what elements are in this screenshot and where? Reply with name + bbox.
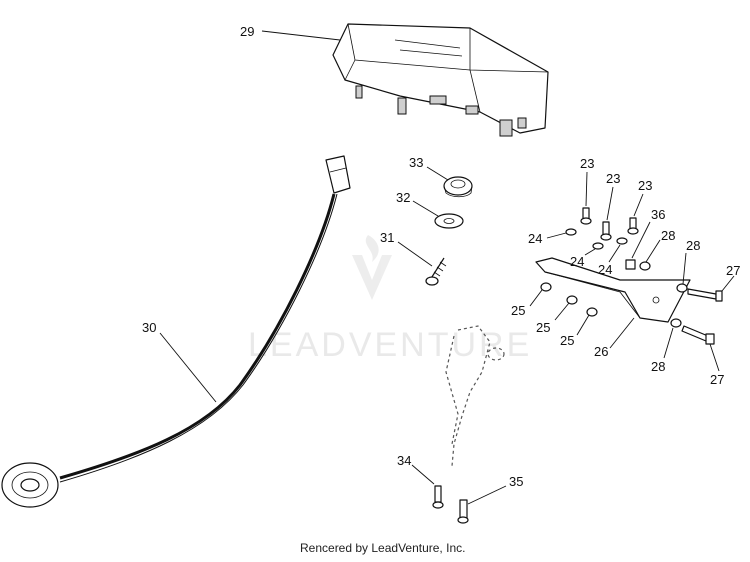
callout-27b: 27 — [710, 372, 724, 387]
callout-25c: 25 — [560, 333, 574, 348]
watermark-logo — [352, 235, 392, 300]
leader-26 — [609, 317, 635, 349]
leader-25a — [529, 289, 543, 307]
washer-28-a — [639, 261, 651, 271]
pad-25-b — [566, 295, 578, 305]
pad-25-c — [586, 307, 598, 317]
callout-29: 29 — [240, 24, 254, 39]
callout-26: 26 — [594, 344, 608, 359]
callout-23b: 23 — [606, 171, 620, 186]
washer-24-c — [616, 237, 628, 245]
leader-33 — [426, 166, 449, 181]
leader-23c — [633, 193, 644, 217]
leader-28b — [682, 252, 687, 285]
callout-30: 30 — [142, 320, 156, 335]
leader-27a — [721, 275, 735, 292]
leader-35 — [467, 485, 507, 505]
instrument-cluster — [332, 23, 549, 137]
leader-28c — [663, 327, 674, 359]
grommet — [443, 176, 473, 198]
leader-25c — [576, 314, 590, 336]
callout-25a: 25 — [511, 303, 525, 318]
leader-27b — [709, 343, 720, 372]
screw-23-c — [627, 217, 639, 235]
bolt-27-a — [687, 288, 723, 302]
dashed-sensor-outline — [445, 325, 505, 467]
leader-28a — [645, 239, 661, 263]
washer-24-a — [565, 228, 577, 236]
callout-28a: 28 — [661, 228, 675, 243]
leader-24a — [546, 232, 567, 239]
callout-24c: 24 — [598, 262, 612, 277]
callout-31: 31 — [380, 230, 394, 245]
footer-credit: Rencered by LeadVenture, Inc. — [300, 541, 465, 555]
leader-23b — [606, 186, 614, 221]
callout-28c: 28 — [651, 359, 665, 374]
washer-28-c — [670, 318, 682, 328]
washer-24-b — [592, 242, 604, 250]
callout-33: 33 — [409, 155, 423, 170]
callout-24b: 24 — [570, 254, 584, 269]
leader-36 — [631, 221, 651, 259]
callout-23a: 23 — [580, 156, 594, 171]
leader-32 — [412, 200, 439, 217]
pad-25-a — [540, 282, 552, 292]
wiring-harness — [1, 155, 351, 508]
leader-25b — [554, 302, 570, 321]
leader-24c — [608, 244, 621, 263]
callout-36: 36 — [651, 207, 665, 222]
watermark-text: LEADVENTURE — [248, 326, 532, 364]
leader-30 — [159, 332, 217, 403]
screw-34 — [432, 485, 444, 509]
callout-28b: 28 — [686, 238, 700, 253]
washer-28-b — [676, 283, 688, 293]
callout-34: 34 — [397, 453, 411, 468]
screw-23-b — [600, 221, 612, 241]
screw-35 — [457, 499, 469, 524]
callout-27a: 27 — [726, 263, 740, 278]
washer — [434, 213, 464, 229]
leader-34 — [411, 464, 435, 485]
leader-23a — [585, 171, 588, 207]
callout-35: 35 — [509, 474, 523, 489]
bolt-27-b — [681, 325, 715, 345]
nut-36 — [625, 259, 636, 270]
screw-23-a — [580, 207, 592, 225]
callout-24a: 24 — [528, 231, 542, 246]
callout-23c: 23 — [638, 178, 652, 193]
screw-31 — [425, 257, 447, 286]
leader-24b — [584, 248, 596, 256]
bracket — [535, 257, 691, 323]
callout-25b: 25 — [536, 320, 550, 335]
leader-31 — [397, 241, 433, 267]
leader-29 — [261, 30, 341, 41]
callout-32: 32 — [396, 190, 410, 205]
